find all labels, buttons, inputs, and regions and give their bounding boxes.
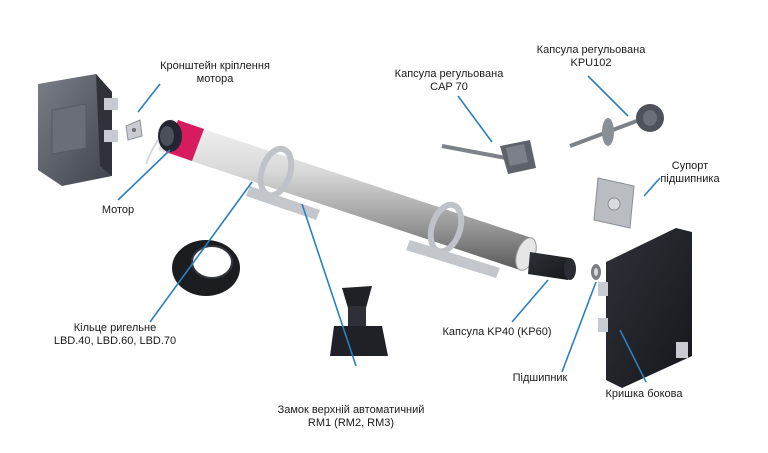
label-cap70-line2: CAP 70 <box>430 81 468 93</box>
leader-bracket <box>137 83 161 113</box>
label-bracket: Кронштейн кріплення мотора <box>150 60 280 86</box>
leader-kp40 <box>511 279 549 323</box>
automatic-top-lock <box>330 286 388 356</box>
label-support: Супорт підшипника <box>650 160 730 186</box>
label-kp40: Капсула KP40 (KP60) <box>442 326 552 338</box>
capsule-cap70 <box>441 140 536 174</box>
leader-support <box>643 177 661 197</box>
label-lock: Замок верхній автоматичний RM1 (RM2, RM3… <box>256 404 446 430</box>
label-support-line1: Супорт <box>671 160 709 172</box>
leader-lines <box>117 75 661 383</box>
bearing-support-plate <box>593 177 635 229</box>
label-bracket-line2: мотора <box>196 73 234 85</box>
label-ring: Кільце ригельне LBD.40, LBD.60, LBD.70 <box>40 322 190 348</box>
label-ring-line1: Кільце ригельне <box>73 322 157 334</box>
label-kpu102-line2: KPU102 <box>570 57 612 69</box>
label-kpu102-line1: Капсула регульована <box>536 44 646 56</box>
tubular-motor <box>145 120 204 165</box>
leader-bearing <box>561 281 597 373</box>
leader-cap70 <box>457 95 493 143</box>
left-side-cover <box>38 74 118 186</box>
label-lock-line2: RM1 (RM2, RM3) <box>307 417 395 429</box>
label-motor: Мотор <box>101 204 135 216</box>
label-bracket-line1: Кронштейн кріплення <box>160 60 270 72</box>
bearing <box>591 264 601 280</box>
label-cap70-line1: Капсула регульована <box>394 68 504 80</box>
label-ring-line2: LBD.40, LBD.60, LBD.70 <box>53 335 177 347</box>
leader-lock <box>301 203 357 367</box>
locking-ring <box>172 240 240 296</box>
label-cover: Кришка бокова <box>605 388 683 400</box>
label-lock-line1: Замок верхній автоматичний <box>277 404 425 416</box>
capsule-kpu102 <box>569 104 664 148</box>
label-support-line2: підшипника <box>660 173 720 185</box>
capsule-kp40 <box>528 252 576 280</box>
tube-clamp-1 <box>246 145 320 220</box>
leader-ring <box>149 181 253 323</box>
label-cap70: Капсула регульована CAP 70 <box>384 68 514 94</box>
tube-clamp-2 <box>406 201 500 278</box>
leader-motor <box>117 149 171 201</box>
leader-cover <box>619 329 647 383</box>
label-kpu102: Капсула регульована KPU102 <box>526 44 656 70</box>
motor-bracket <box>125 119 143 141</box>
leader-kpu102 <box>587 75 629 117</box>
label-bearing: Підшипник <box>512 372 568 384</box>
right-side-cover <box>598 228 692 388</box>
